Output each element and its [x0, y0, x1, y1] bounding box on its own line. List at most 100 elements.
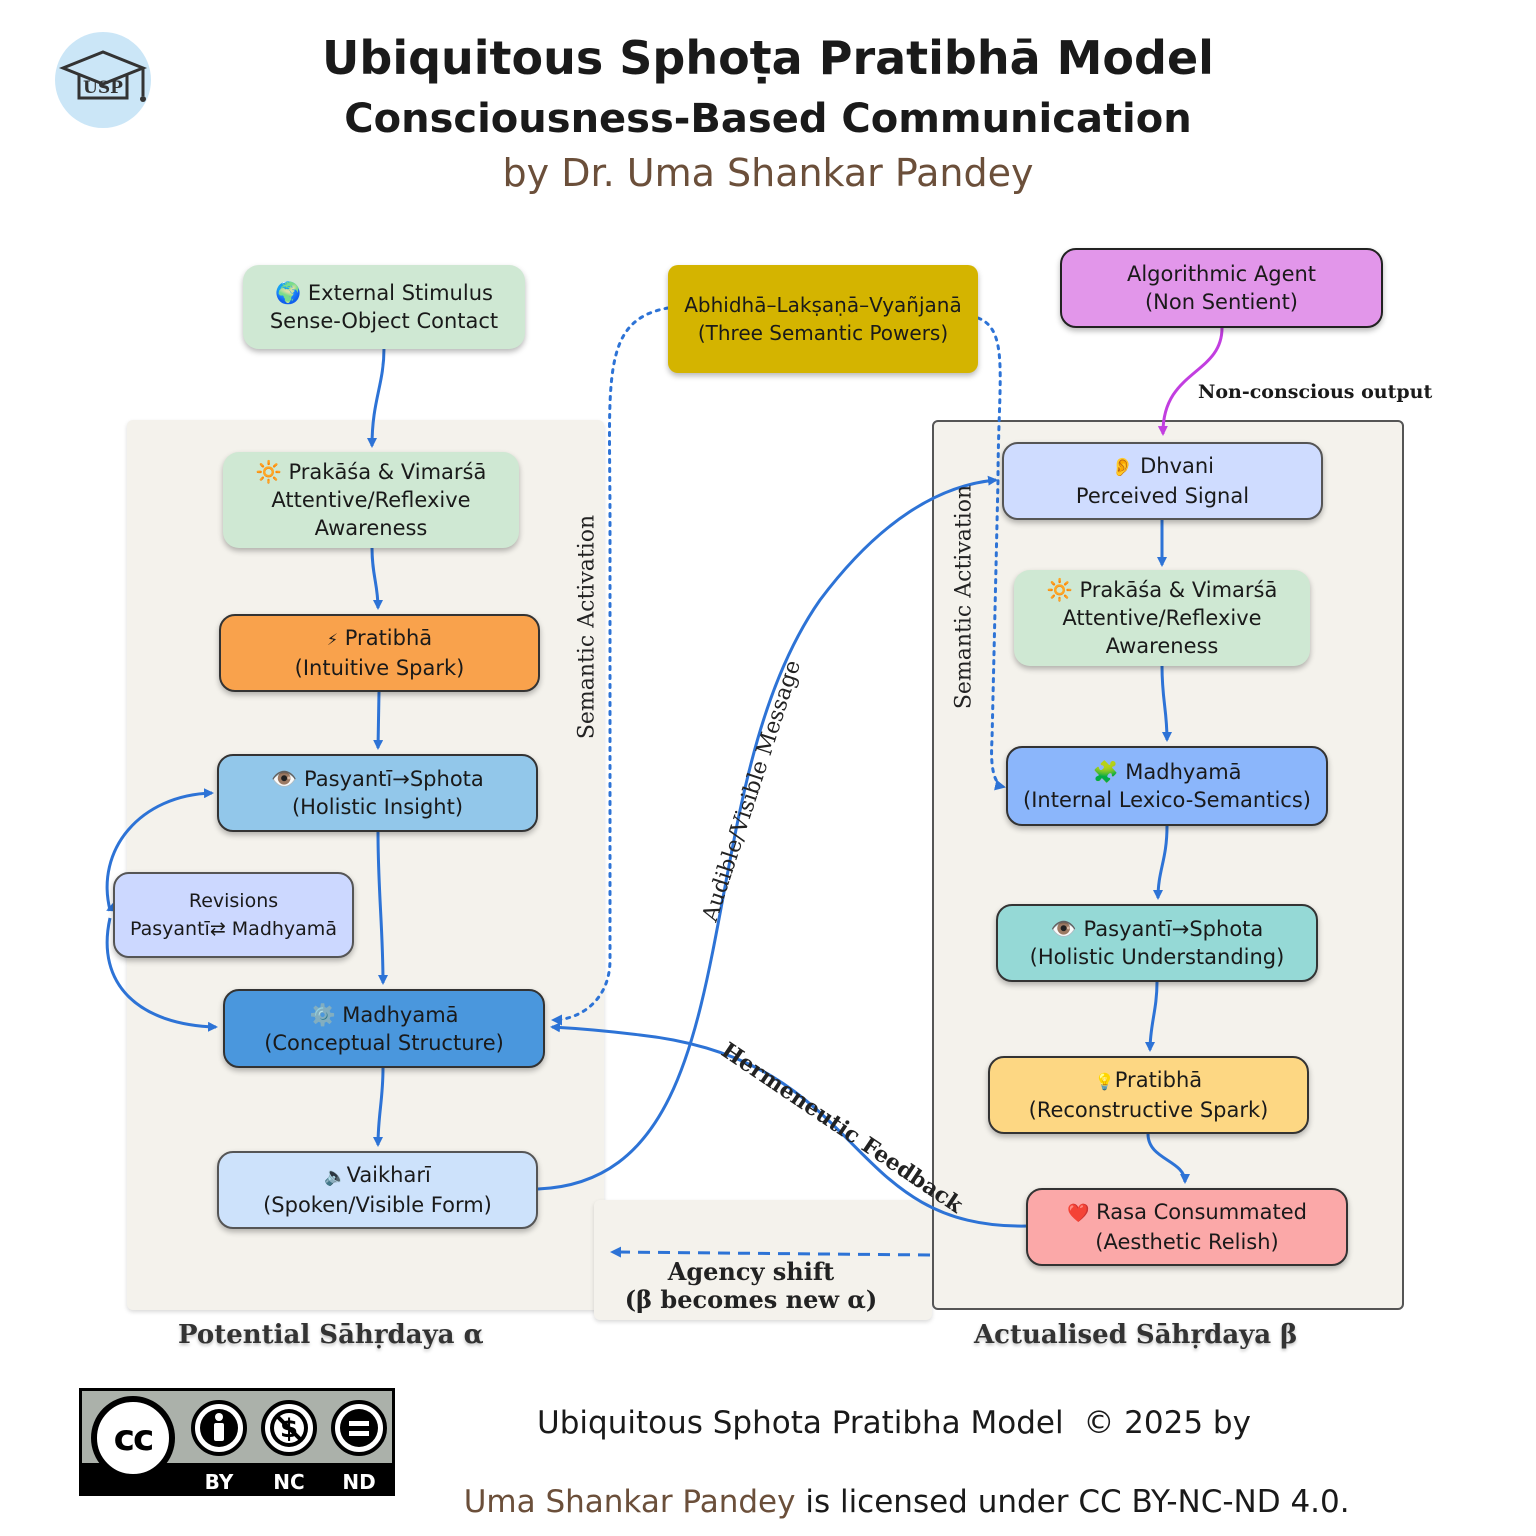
cc-text: cc	[113, 1417, 155, 1459]
edge-agency	[610, 1246, 931, 1258]
label-non-conscious: Non-conscious output	[1198, 381, 1433, 403]
node-line: Awareness	[314, 516, 428, 540]
lightbulb-icon: 💡	[1094, 1072, 1115, 1091]
node-line: Pratibhā	[1114, 1068, 1203, 1092]
heart-icon: ❤️	[1067, 1203, 1090, 1224]
edge-pratibha-rasa	[1146, 1133, 1190, 1184]
node-line: Abhidhā–Lakṣaṇā–Vyañjanā	[684, 293, 962, 317]
edge-pasyanti-pratibha	[1145, 981, 1159, 1052]
node-dhvani: 👂 Dhvani Perceived Signal	[1002, 442, 1323, 520]
node-alpha-prakasa: 🔆 Prakāśa & Vimarśā Attentive/Reflexive …	[223, 452, 519, 548]
sun-icon: 🔆	[255, 460, 282, 484]
agency-panel	[594, 1200, 932, 1320]
node-line: Rasa Consummated	[1096, 1200, 1307, 1224]
license-text: is licensed under CC BY-NC-ND 4.0.	[795, 1484, 1350, 1520]
edge-feedback	[550, 1022, 1029, 1228]
label-agency-shift: Agency shift (β becomes new α)	[594, 1258, 908, 1314]
node-line: Awareness	[1105, 634, 1219, 658]
eye-icon: 👁️	[271, 767, 298, 791]
edge-pasyanti-madhyama	[376, 831, 388, 985]
edge-revisions-pasyanti	[105, 788, 214, 911]
node-line: External Stimulus	[307, 281, 493, 305]
node-vaikhari: 🔈Vaikharī (Spoken/Visible Form)	[217, 1151, 538, 1229]
label-agency-line1: Agency shift	[667, 1257, 835, 1286]
license-line2: Uma Shankar Pandey is licensed under CC …	[444, 1442, 1350, 1522]
node-alpha-madhyama: ⚙️ Madhyamā (Conceptual Structure)	[223, 989, 545, 1068]
edge-agent-dhvani	[1157, 327, 1224, 436]
page-author: by Dr. Uma Shankar Pandey	[502, 151, 1034, 195]
alpha-panel-label: Potential Sāhṛdaya α	[178, 1320, 484, 1350]
nd-icon	[331, 1400, 387, 1456]
edge-madhyama-vaikhari	[373, 1067, 385, 1147]
label-semantic-activation-right: Semantic Activation	[951, 484, 977, 710]
lightning-icon: ⚡	[326, 630, 339, 649]
by-icon	[191, 1400, 247, 1456]
logo: USP	[55, 32, 151, 128]
node-line: (Conceptual Structure)	[264, 1030, 504, 1055]
node-line: (Holistic Understanding)	[1029, 945, 1285, 969]
node-alpha-pasyanti: 👁️ Pasyantī→Sphota (Holistic Insight)	[217, 754, 538, 832]
node-line: Pasyantī→Sphota	[304, 767, 484, 791]
puzzle-icon: 🧩	[1092, 760, 1119, 784]
node-alpha-pratibha: ⚡ Pratibhā (Intuitive Spark)	[219, 614, 540, 692]
beta-panel-label: Actualised Sāhṛdaya β	[974, 1320, 1298, 1350]
node-semantic-powers: Abhidhā–Lakṣaṇā–Vyañjanā (Three Semantic…	[668, 265, 978, 373]
node-external-stimulus: 🌍 External Stimulus Sense-Object Contact	[243, 265, 525, 349]
edge-pratibha-pasyanti	[373, 691, 384, 750]
badge-nd: ND	[342, 1470, 376, 1494]
graduation-cap-icon	[58, 50, 148, 102]
label-semantic-activation-left: Semantic Activation	[574, 514, 600, 740]
node-line: Madhyamā	[1125, 760, 1242, 784]
speaker-icon: 🔈	[324, 1166, 347, 1187]
node-line: (Intuitive Spark)	[294, 656, 465, 680]
node-line: Pratibhā	[344, 626, 433, 650]
page-title: Ubiquitous Sphoṭa Pratibhā Model	[322, 31, 1214, 85]
edge-message	[537, 475, 998, 1191]
globe-icon: 🌍	[275, 281, 302, 305]
node-line: (Aesthetic Relish)	[1095, 1230, 1279, 1254]
eye-icon: 👁️	[1050, 917, 1077, 941]
node-line: Attentive/Reflexive	[1062, 606, 1262, 630]
sun-icon: 🔆	[1046, 578, 1073, 602]
logo-text: USP	[83, 78, 123, 98]
node-line: Algorithmic Agent	[1126, 262, 1317, 286]
edge-semantic-left	[551, 306, 670, 1026]
gear-icon: ⚙️	[309, 1002, 336, 1027]
badge-nc: NC	[273, 1470, 305, 1494]
ear-icon: 👂	[1110, 457, 1134, 478]
label-agency-line2: (β becomes new α)	[624, 1285, 878, 1314]
node-line: Vaikharī	[346, 1163, 431, 1187]
node-line: Dhvani	[1140, 454, 1215, 478]
node-beta-pratibha: 💡Pratibhā (Reconstructive Spark)	[988, 1056, 1309, 1134]
node-line: (Spoken/Visible Form)	[263, 1193, 492, 1217]
cc-license-badge: cc $ BY NC ND	[79, 1388, 395, 1496]
cc-icon: cc	[91, 1396, 175, 1480]
node-line: Attentive/Reflexive	[271, 488, 471, 512]
edge-stimulus-prakasa	[367, 347, 386, 448]
node-beta-prakasa: 🔆 Prakāśa & Vimarśā Attentive/Reflexive …	[1014, 570, 1310, 666]
node-line: Revisions	[188, 890, 279, 912]
license-line1: Ubiquitous Sphota Pratibha Model © 2025 …	[537, 1405, 1251, 1441]
node-line: Sense-Object Contact	[269, 309, 499, 333]
edge-semantic-right	[976, 316, 1006, 791]
node-line: Prakāśa & Vimarśā	[288, 460, 487, 484]
node-line: (Non Sentient)	[1144, 290, 1299, 314]
node-beta-pasyanti: 👁️ Pasyantī→Sphota (Holistic Understandi…	[996, 904, 1318, 982]
node-line: Pasyantī→Sphota	[1083, 917, 1264, 941]
node-line: Pasyantī⇄ Madhyamā	[130, 918, 337, 940]
nc-icon: $	[261, 1400, 317, 1456]
node-line: Perceived Signal	[1075, 484, 1250, 508]
node-line: (Holistic Insight)	[291, 795, 464, 819]
edge-madhyama-pasyanti	[1153, 825, 1169, 900]
edge-prakasa-pratibha	[370, 547, 383, 610]
node-revisions: Revisions Pasyantī⇄ Madhyamā	[113, 872, 354, 958]
badge-by: BY	[204, 1470, 234, 1494]
node-line: Prakāśa & Vimarśā	[1079, 578, 1278, 602]
edge-prakasa-madhyama	[1160, 665, 1172, 742]
node-algorithmic-agent: Algorithmic Agent (Non Sentient)	[1060, 248, 1383, 328]
node-line: (Internal Lexico-Semantics)	[1023, 788, 1311, 812]
node-line: (Three Semantic Powers)	[697, 321, 949, 345]
node-line: (Reconstructive Spark)	[1028, 1098, 1269, 1122]
node-beta-madhyama: 🧩 Madhyamā (Internal Lexico-Semantics)	[1006, 746, 1328, 826]
